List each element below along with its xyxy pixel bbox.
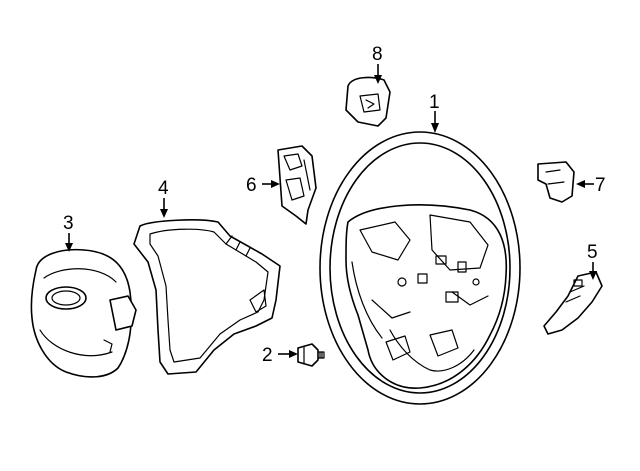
callout-3: 3 [63, 213, 74, 252]
trim-bezel-part[interactable] [133, 219, 281, 375]
paddle-shifter-lower-part[interactable] [543, 271, 603, 335]
callout-5: 5 [587, 242, 598, 280]
callout-8: 8 [372, 44, 383, 84]
switch-cover-part[interactable] [345, 76, 391, 127]
callout-2: 2 [262, 345, 298, 366]
paddle-shifter-right-part[interactable] [537, 161, 575, 203]
callout-6: 6 [246, 175, 280, 196]
bolt-part[interactable] [297, 343, 325, 367]
steering-wheel-part[interactable] [319, 131, 521, 405]
callout-label-4: 4 [158, 178, 169, 199]
switch-assembly-part[interactable] [277, 145, 317, 225]
callout-label-3: 3 [63, 213, 74, 234]
callout-label-2: 2 [262, 345, 273, 366]
callout-label-8: 8 [372, 44, 383, 65]
callout-1: 1 [429, 92, 440, 133]
callout-label-7: 7 [595, 175, 606, 196]
callout-label-6: 6 [246, 175, 257, 196]
air-bag-module-part[interactable] [30, 248, 137, 378]
callout-4: 4 [158, 178, 169, 218]
callout-label-1: 1 [429, 92, 440, 113]
callout-7: 7 [576, 175, 606, 196]
callout-label-5: 5 [587, 242, 598, 263]
